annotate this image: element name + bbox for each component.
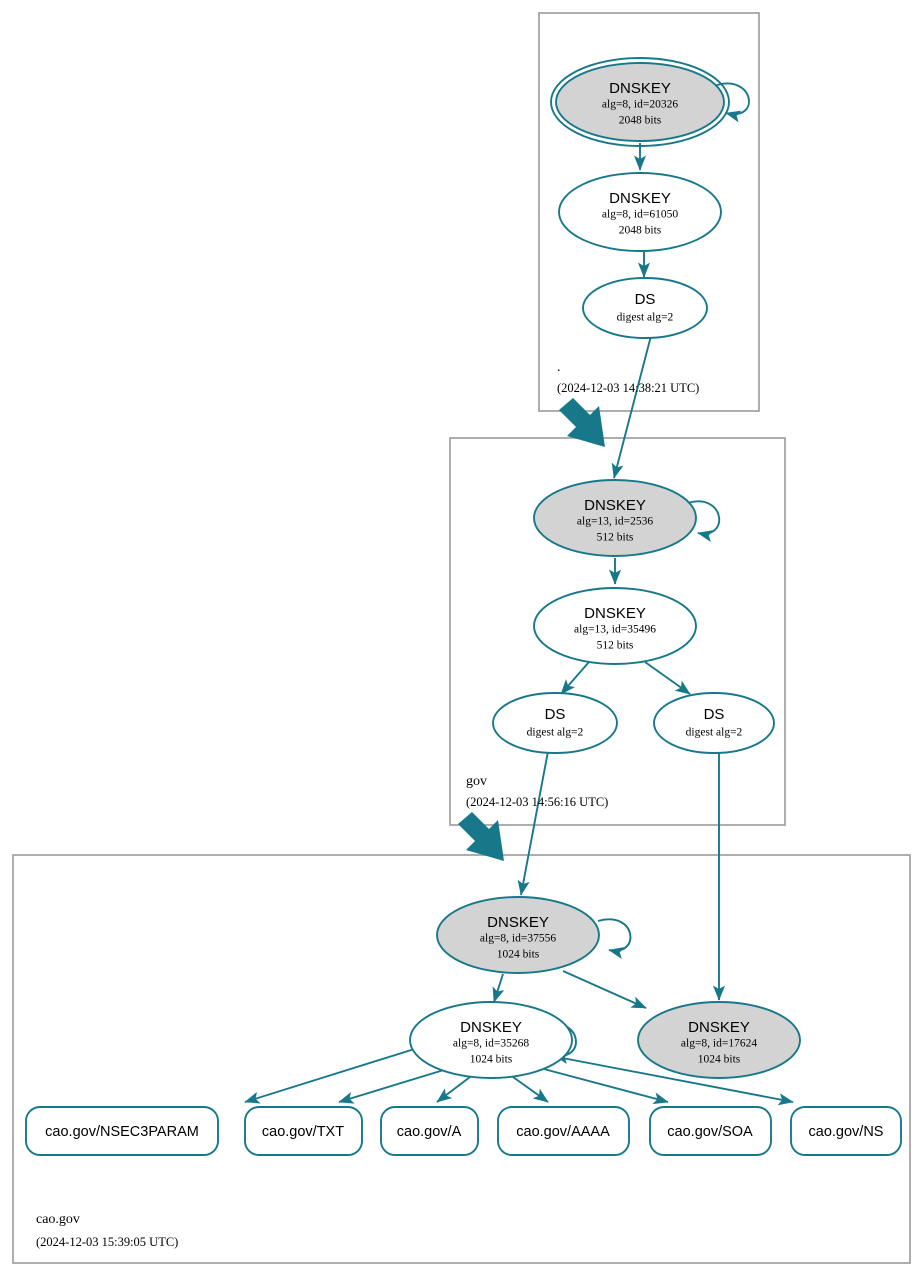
delegation-arrow-gov-to-caogov <box>458 812 504 861</box>
node-title: DS <box>545 706 566 723</box>
rrset-cao-gov-soa[interactable]: cao.gov/SOA <box>649 1106 772 1156</box>
node-line3: 1024 bits <box>698 1054 741 1066</box>
edge-root-ksk-self-sign <box>713 82 750 123</box>
zone-name: . <box>557 360 561 375</box>
node-gov-ds-1[interactable]: DS digest alg=2 <box>492 692 618 754</box>
node-line3: 2048 bits <box>619 225 662 237</box>
rrset-cao-gov-aaaa[interactable]: cao.gov/AAAA <box>497 1106 630 1156</box>
node-line3: 2048 bits <box>619 115 662 127</box>
zone-box-gov <box>449 437 786 826</box>
node-line3: 1024 bits <box>470 1054 513 1066</box>
node-line2: alg=13, id=2536 <box>577 516 653 528</box>
zone-box-root <box>538 12 760 412</box>
edge-gov-zsk-to-gov-ds-1 <box>560 661 590 695</box>
edge-cao-zsk-to-rr-txt <box>338 1068 448 1104</box>
node-line2: alg=8, id=37556 <box>480 933 556 945</box>
edge-cao-ksk-37556-to-cao-zsk-35268 <box>492 973 505 1003</box>
edge-gov-ds-1-to-cao-ksk-37556 <box>517 745 550 896</box>
zone-box-caogov <box>12 854 911 1264</box>
rrset-label: cao.gov/AAAA <box>516 1124 610 1140</box>
node-title: DS <box>635 291 656 308</box>
rrset-cao-gov-txt[interactable]: cao.gov/TXT <box>244 1106 363 1156</box>
edge-root-ds-to-gov-ksk <box>611 331 653 479</box>
node-title: DNSKEY <box>584 605 646 622</box>
node-title: DNSKEY <box>487 914 549 931</box>
node-cao-zsk-35268-dnskey[interactable]: DNSKEY alg=8, id=35268 1024 bits <box>409 1001 573 1079</box>
node-line3: 1024 bits <box>497 949 540 961</box>
zone-timestamp: (2024-12-03 14:38:21 UTC) <box>557 381 699 395</box>
node-root-ksk-dnskey[interactable]: DNSKEY alg=8, id=20326 2048 bits <box>550 57 730 147</box>
rrset-cao-gov-a[interactable]: cao.gov/A <box>380 1106 479 1156</box>
node-root-ds-for-gov[interactable]: DS digest alg=2 <box>582 277 708 339</box>
node-line3: 512 bits <box>597 532 634 544</box>
node-title: DNSKEY <box>460 1019 522 1036</box>
rrset-label: cao.gov/SOA <box>667 1124 753 1140</box>
node-line2: digest alg=2 <box>686 727 743 739</box>
node-line2: alg=13, id=35496 <box>574 624 656 636</box>
delegation-arrow-root-to-gov <box>559 398 605 447</box>
node-line2: digest alg=2 <box>617 312 674 324</box>
node-line2: alg=8, id=61050 <box>602 209 678 221</box>
node-line3: 512 bits <box>597 640 634 652</box>
edge-cao-zsk-to-rr-a <box>436 1076 471 1103</box>
node-title: DNSKEY <box>609 190 671 207</box>
edge-cao-zsk-to-rr-aaaa <box>512 1076 549 1103</box>
zone-label-gov: gov (2024-12-03 14:56:16 UTC) <box>466 774 608 809</box>
edge-gov-zsk-to-gov-ds-2 <box>644 661 691 695</box>
node-gov-zsk-dnskey[interactable]: DNSKEY alg=13, id=35496 512 bits <box>533 587 697 665</box>
node-line2: alg=8, id=17624 <box>681 1038 757 1050</box>
node-title: DNSKEY <box>609 80 671 97</box>
edge-cao-zsk-to-rr-nsec3param <box>244 1045 425 1104</box>
rrset-label: cao.gov/NSEC3PARAM <box>45 1124 199 1140</box>
node-cao-ksk-37556-dnskey[interactable]: DNSKEY alg=8, id=37556 1024 bits <box>436 896 600 974</box>
edge-cao-zsk-to-rr-ns <box>551 1055 794 1106</box>
zone-name: cao.gov <box>36 1212 80 1227</box>
rrset-label: cao.gov/TXT <box>262 1124 344 1140</box>
edge-cao-ksk-37556-to-cao-ksk-17624 <box>562 970 647 1009</box>
node-gov-ds-2[interactable]: DS digest alg=2 <box>653 692 775 754</box>
zone-timestamp: (2024-12-03 15:39:05 UTC) <box>36 1235 178 1249</box>
rrset-cao-gov-nsec3param[interactable]: cao.gov/NSEC3PARAM <box>25 1106 219 1156</box>
edge-cao-zsk-to-rr-soa <box>539 1067 669 1105</box>
node-line2: digest alg=2 <box>527 727 584 739</box>
rrset-label: cao.gov/A <box>397 1124 462 1140</box>
rrset-label: cao.gov/NS <box>809 1124 884 1140</box>
node-cao-ksk-17624-dnskey[interactable]: DNSKEY alg=8, id=17624 1024 bits <box>637 1001 801 1079</box>
node-gov-ksk-dnskey[interactable]: DNSKEY alg=13, id=2536 512 bits <box>533 479 697 557</box>
node-root-zsk-dnskey[interactable]: DNSKEY alg=8, id=61050 2048 bits <box>558 172 722 252</box>
edge-gov-ksk-self-sign <box>687 500 721 543</box>
rrset-cao-gov-ns[interactable]: cao.gov/NS <box>790 1106 902 1156</box>
zone-label-caogov: cao.gov (2024-12-03 15:39:05 UTC) <box>36 1212 178 1249</box>
zone-name: gov <box>466 774 487 789</box>
node-line2: alg=8, id=20326 <box>602 99 678 111</box>
zone-timestamp: (2024-12-03 14:56:16 UTC) <box>466 795 608 809</box>
node-line2: alg=8, id=35268 <box>453 1038 529 1050</box>
edge-cao-ksk-37556-self-sign <box>597 918 632 960</box>
zone-label-root: . (2024-12-03 14:38:21 UTC) <box>557 360 699 395</box>
node-title: DS <box>704 706 725 723</box>
node-title: DNSKEY <box>688 1019 750 1036</box>
node-title: DNSKEY <box>584 497 646 514</box>
